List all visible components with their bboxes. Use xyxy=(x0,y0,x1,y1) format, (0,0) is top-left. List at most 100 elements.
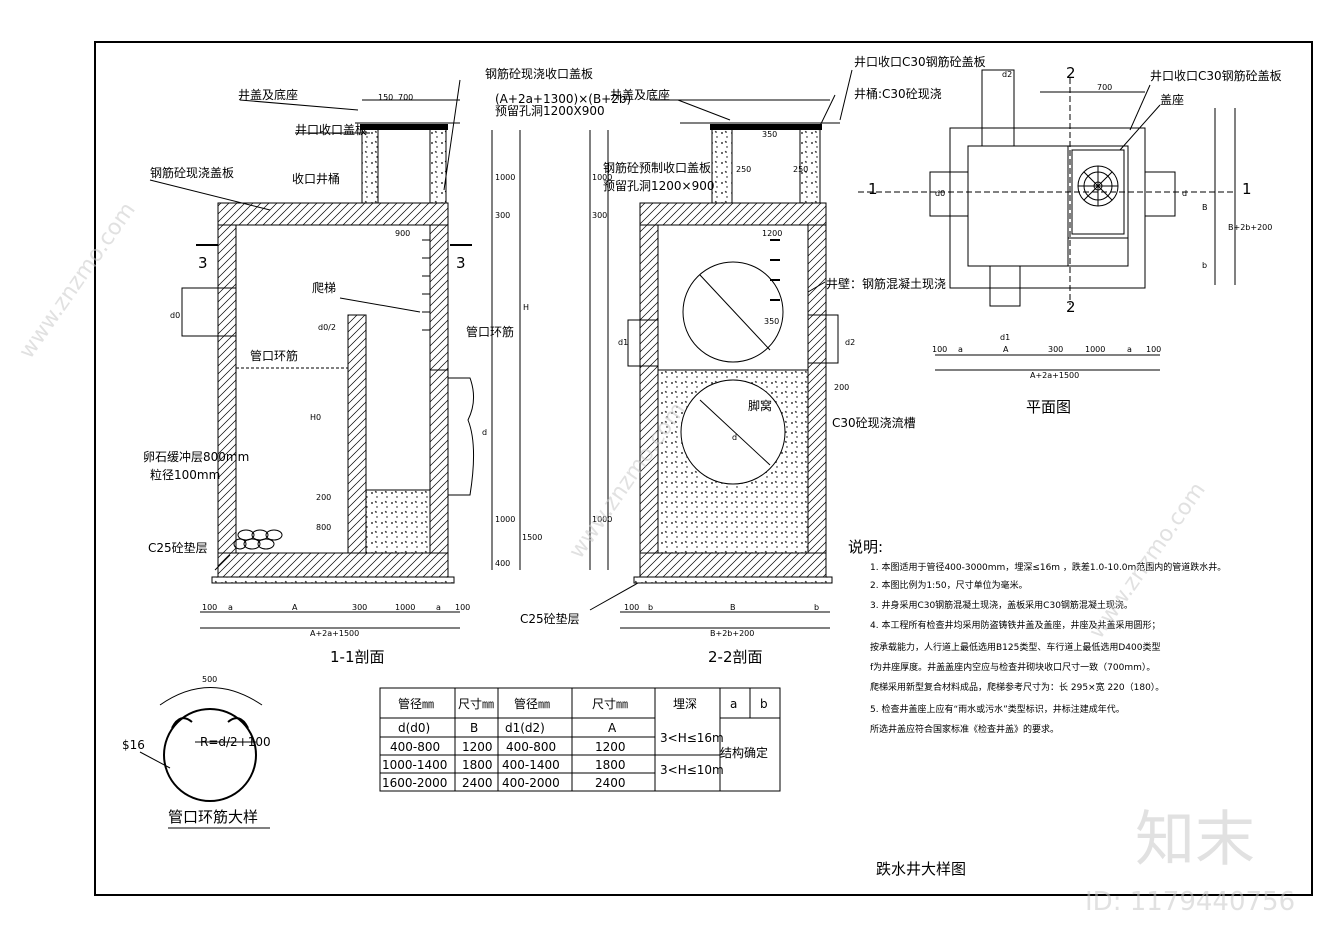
plan-dim-a2: a xyxy=(1127,345,1132,354)
s2-precast-hole-label: 预留孔洞1200×900 xyxy=(603,179,715,193)
table-depth-1: 3<H≤16m xyxy=(660,731,724,745)
s1-bottom-dim: A+2a+1500 xyxy=(310,629,359,638)
s2-cushion-label: C25砼垫层 xyxy=(520,611,580,626)
section-1-1 xyxy=(149,79,521,629)
s2-dim-300: 300 xyxy=(592,211,607,220)
s1-neck-barrel-label: 收口井桶 xyxy=(292,171,340,186)
plan-dim-d1: d1 xyxy=(1000,333,1010,342)
table-cell: 1800 xyxy=(462,758,493,772)
plan-dim-700: 700 xyxy=(1097,83,1112,92)
watermark-id: ID: 1179440756 xyxy=(1085,887,1295,917)
plan-bottom-dim: A+2a+1500 xyxy=(1030,371,1079,380)
s2-foothold-label: 脚窝 xyxy=(748,398,772,413)
plan-seat-label: 盖座 xyxy=(1160,92,1184,107)
s1-dim-1000v: 1000 xyxy=(495,173,515,182)
s1-gravel-label: 卵石缓冲层800mm xyxy=(143,449,249,464)
table-cell: 2400 xyxy=(595,776,626,790)
s1-dim-150: 150 xyxy=(378,93,393,102)
ring-radius-label: R=d/2+100 xyxy=(200,735,271,749)
s1-dim-100: 100 xyxy=(202,603,217,612)
s1-top-plate-size: (A+2a+1300)×(B+2b) xyxy=(495,92,631,106)
s2-dim-250b: 250 xyxy=(793,165,808,174)
plan-dim-1000: 1000 xyxy=(1085,345,1105,354)
notes-title: 说明: xyxy=(848,538,883,556)
s2-dim-200: 200 xyxy=(834,383,849,392)
table-cell: 1200 xyxy=(595,740,626,754)
plan-dim-d2: d2 xyxy=(1002,70,1012,79)
s2-neck-top-label: 井口收口C30钢筋砼盖板 xyxy=(854,54,986,69)
s2-dim-1000: 1000 xyxy=(592,173,612,182)
s1-dim-300v: 300 xyxy=(495,211,510,220)
note-line: 爬梯采用新型复合材料成品，爬梯参考尺寸为：长 295×宽 220（180）。 xyxy=(870,681,1164,693)
s2-dim-250: 250 xyxy=(736,165,751,174)
watermark-site: www.znzmo.com xyxy=(14,198,140,363)
s1-gravel-size-label: 粒径100mm xyxy=(150,467,220,482)
s1-mark-3-left: 3 xyxy=(198,254,208,272)
plan-mark-2-bottom: 2 xyxy=(1066,298,1076,316)
plan-dim-a: a xyxy=(958,345,963,354)
plan-dim-b: b xyxy=(1202,261,1207,270)
note-line: 所选井盖应符合国家标准《检查井盖》的要求。 xyxy=(870,723,1059,735)
s2-barrel-label: 井桶:C30砼现浇 xyxy=(854,86,942,101)
plan-neck-label: 井口收口C30钢筋砼盖板 xyxy=(1150,68,1282,83)
s1-top-plate-title: 钢筋砼现浇收口盖板 xyxy=(485,66,593,81)
table-header-b: b xyxy=(760,697,768,711)
table-cell: 1800 xyxy=(595,758,626,772)
s1-dim-d: d xyxy=(482,428,487,437)
note-line: 3. 井身采用C30钢筋混凝土现浇，盖板采用C30钢筋混凝土现浇。 xyxy=(870,599,1133,611)
watermark-site: www.znzmo.com xyxy=(1084,478,1210,643)
s1-pipe-ring-right-label: 管口环筋 xyxy=(466,324,514,339)
table-depth-2: 3<H≤10m xyxy=(660,763,724,777)
s1-dim-a: a xyxy=(228,603,233,612)
s2-title: 2-2剖面 xyxy=(708,648,763,666)
s1-cushion-label: C25砼垫层 xyxy=(148,540,208,555)
table-sub-d: d(d0) xyxy=(398,721,430,735)
s1-mark-3-right: 3 xyxy=(456,254,466,272)
plan-dim-d: d xyxy=(1182,189,1187,198)
s1-top-plate-hole: 预留孔洞1200X900 xyxy=(495,104,605,118)
plan-dim-d0: d0 xyxy=(935,189,945,198)
note-line: f为井座厚度。井盖盖座内空应与检查井砌块收口尺寸一致（700mm）。 xyxy=(870,661,1155,673)
plan-mark-1-left: 1 xyxy=(868,180,878,198)
plan-dim-B: B xyxy=(1202,203,1208,212)
s1-dim-d0-2: d0/2 xyxy=(318,323,336,332)
note-line: 按承载能力，人行道上最低选用B125类型、车行道上最低选用D400类型 xyxy=(870,641,1160,653)
ring-title: 管口环筋大样 xyxy=(168,808,258,826)
ring-rebar-label: $16 xyxy=(122,738,145,752)
s1-pipe-ring-left-label: 管口环筋 xyxy=(250,348,298,363)
plan-dim-100b: 100 xyxy=(1146,345,1161,354)
s2-dim-d1: d1 xyxy=(618,338,628,347)
s1-dim-400: 400 xyxy=(495,559,510,568)
note-line: 4. 本工程所有检查井均采用防盗铸铁井盖及盖座，井座及井盖采用圆形； xyxy=(870,619,1160,631)
table-sub-B: B xyxy=(470,721,478,735)
table-cell: 1000-1400 xyxy=(382,758,447,772)
s1-neck-slab-label: 井口收口盖板 xyxy=(295,123,367,137)
table-header-pipe-dia: 管径㎜ xyxy=(398,696,434,711)
s2-channel-label: C30砼现浇流槽 xyxy=(832,416,916,430)
s2-dim-d2: d2 xyxy=(845,338,855,347)
manhole-cover-icon xyxy=(1077,165,1119,207)
plan-dim-A: A xyxy=(1003,345,1009,354)
note-line: 5. 检查井盖座上应有“雨水或污水”类型标识，井标注建成年代。 xyxy=(870,703,1125,715)
table-sub-d1: d1(d2) xyxy=(505,721,545,735)
size-table xyxy=(379,687,781,792)
s2-dim-1200: 1200 xyxy=(762,229,782,238)
watermark-brand: 知末 xyxy=(1135,805,1255,875)
s1-dim-a2: a xyxy=(436,603,441,612)
plan-dim-300: 300 xyxy=(1048,345,1063,354)
table-cell: 400-2000 xyxy=(502,776,560,790)
table-cell: 400-800 xyxy=(390,740,440,754)
s2-dim-1000b: 1000 xyxy=(592,515,612,524)
note-line: 2. 本图比例为1:50，尺寸单位为毫米。 xyxy=(870,579,1028,591)
drawing-title: 跌水井大样图 xyxy=(876,860,966,878)
s2-cover-base-label: 井盖及底座 xyxy=(610,87,670,102)
table-header-size-A: 尺寸㎜ xyxy=(592,697,628,711)
s2-dim-100: 100 xyxy=(624,603,639,612)
table-sub-A: A xyxy=(608,721,617,735)
table-header-depth: 埋深 xyxy=(673,697,697,711)
s2-dim-350b: 350 xyxy=(764,317,779,326)
s1-dim-1000v2: 1000 xyxy=(495,515,515,524)
s2-dim-B: B xyxy=(730,603,736,612)
section-2-2 xyxy=(589,69,853,629)
